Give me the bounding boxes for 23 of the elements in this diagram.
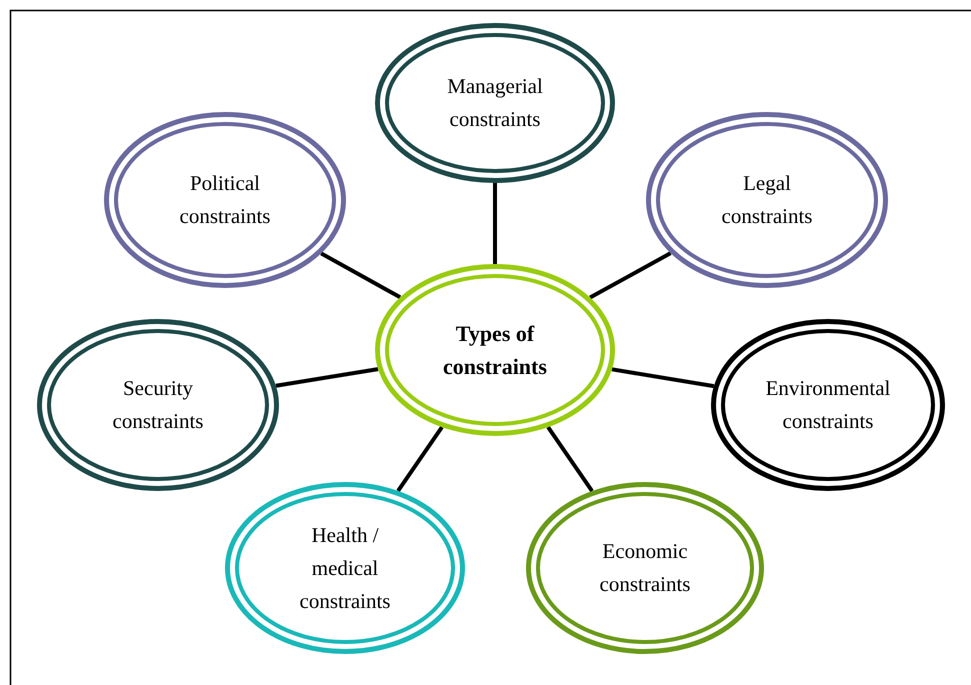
connector-line <box>546 426 594 492</box>
double-ellipse-node <box>37 319 279 491</box>
node-label: Legal constraints <box>720 170 814 230</box>
connector-line <box>276 367 378 388</box>
double-ellipse-node <box>375 264 615 436</box>
connector-line <box>396 426 444 492</box>
connector-line <box>320 252 402 300</box>
node-label: Types of constraints <box>442 320 548 381</box>
double-ellipse-node <box>225 482 465 654</box>
node-label: Political constraints <box>178 170 272 230</box>
double-ellipse-node <box>375 23 615 183</box>
node-label: Economic constraints <box>598 538 692 598</box>
node-label: Managerial constraints <box>446 73 544 133</box>
connector-line <box>612 367 714 388</box>
node-label: Environmental constraints <box>764 375 892 435</box>
node-label: Health / medical constraints <box>298 522 392 614</box>
double-ellipse-node <box>526 482 764 654</box>
connector-line <box>589 251 672 300</box>
double-ellipse-node <box>104 112 346 288</box>
connector-line <box>493 183 497 264</box>
double-ellipse-node <box>711 319 945 491</box>
node-label: Security constraints <box>112 375 204 435</box>
double-ellipse-node <box>646 112 888 288</box>
